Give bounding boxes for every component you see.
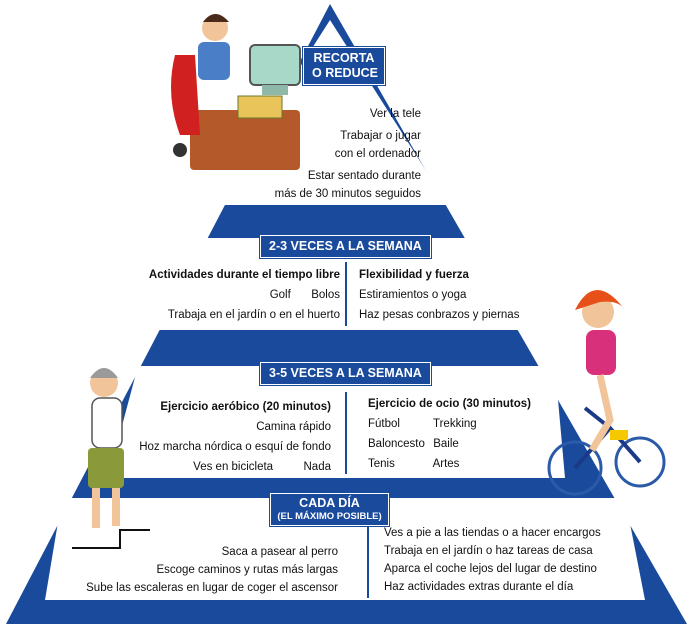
office-worker-illustration (171, 14, 301, 170)
tier-4-left-item-3: Sube las escaleras en lugar de coger el … (86, 582, 338, 594)
tier-3-right-heading: Ejercicio de ocio (30 minutos) (368, 398, 531, 410)
tier-3-right-row2-b: Baile (433, 438, 459, 450)
tier-2-left-row1-b: Bolos (311, 289, 340, 301)
tier-3-left-row2: Hoz marcha nórdica o esquí de fondo (139, 441, 331, 453)
top-item-3: con el ordenador (334, 148, 421, 160)
tier-3-right-row1: Fútbol Trekking (368, 415, 531, 433)
tier-2-right-row1: Estiramientos o yoga (359, 289, 467, 301)
tier-3-right-row3: Tenis Artes (368, 455, 531, 473)
tier-3-right-row1-a: Fútbol (368, 418, 400, 430)
top-tier-label-line2: O REDUCE (312, 66, 378, 80)
tier-4-label: CADA DÍA (EL MÁXIMO POSIBLE) (270, 493, 389, 526)
tier-4-right-item-2: Trabaja en el jardín o haz tareas de cas… (384, 545, 593, 557)
tier-3-left-heading: Ejercicio aeróbico (20 minutos) (160, 401, 331, 413)
tier-3-right-row3-b: Artes (432, 458, 460, 470)
tier-3-right-row3-a: Tenis (368, 458, 395, 470)
tier-2-left-row1-a: Golf (269, 289, 291, 301)
tier-3-left-row3-a: Ves en bicicleta (193, 461, 274, 473)
tier-4-label-line1: CADA DÍA (299, 496, 360, 510)
tier-3-label: 3-5 VECES A LA SEMANA (260, 362, 431, 385)
tier-2-label: 2-3 VECES A LA SEMANA (260, 235, 431, 258)
tier-3-panel (108, 366, 565, 478)
tier-3-left-row3: Ves en bicicleta Nada (139, 458, 331, 476)
tier-3-left-row1: Camina rápido (256, 421, 331, 433)
top-item-1: Ver la tele (369, 108, 421, 120)
tier-3-right-row2-a: Baloncesto (368, 438, 425, 450)
top-item-4: Estar sentado durante (307, 170, 421, 182)
tier-3-right-row1-b: Trekking (433, 418, 477, 430)
tier-2-left-row1: Golf Bolos (149, 286, 340, 304)
cyclist-illustration (547, 290, 666, 496)
tier-3-left-column: Ejercicio aeróbico (20 minutos) Camina r… (139, 398, 331, 476)
top-item-5: más de 30 minutos seguidos (274, 188, 421, 200)
elderly-walker-illustration (72, 368, 150, 549)
tier-2-panel (150, 238, 520, 330)
tier-4-left-item-2: Escoge caminos y rutas más largas (156, 564, 338, 576)
tier-2-right-heading: Flexibilidad y fuerza (359, 269, 469, 281)
tier-2-right-row2: Haz pesas conbrazos y piernas (359, 309, 520, 321)
top-tier-list: Ver la tele Trabajar o jugar con el orde… (275, 105, 421, 203)
tier-3-left-row3-b: Nada (303, 461, 332, 473)
tier-4-panel (45, 498, 645, 600)
tier-2-left-row2: Trabaja en el jardín o en el huerto (167, 309, 340, 321)
tier-3-right-column: Ejercicio de ocio (30 minutos) Fútbol Tr… (368, 395, 531, 473)
tier-4-right-column: Ves a pie a las tiendas o a hacer encarg… (384, 524, 601, 596)
tier-2-right-column: Flexibilidad y fuerza Estiramientos o yo… (359, 266, 519, 324)
tier-4-left-item-1: Saca a pasear al perro (221, 546, 338, 558)
tier-4-right-item-4: Haz actividades extras durante el día (384, 581, 574, 593)
tier-4-label-line2: (EL MÁXIMO POSIBLE) (277, 511, 382, 522)
tier-4-right-item-1: Ves a pie a las tiendas o a hacer encarg… (384, 527, 601, 539)
top-tier-label-line1: RECORTA (313, 51, 375, 65)
tier-2-left-column: Actividades durante el tiempo libre Golf… (149, 266, 340, 324)
tier-4-right-item-3: Aparca el coche lejos del lugar de desti… (384, 563, 597, 575)
top-item-2: Trabajar o jugar (340, 130, 421, 142)
tier-4-left-column: Saca a pasear al perro Escoge caminos y … (86, 543, 338, 597)
tier-3-right-row2: Baloncesto Baile (368, 435, 531, 453)
top-tier-label: RECORTA O REDUCE (303, 47, 385, 85)
tier-2-left-heading: Actividades durante el tiempo libre (148, 269, 340, 281)
